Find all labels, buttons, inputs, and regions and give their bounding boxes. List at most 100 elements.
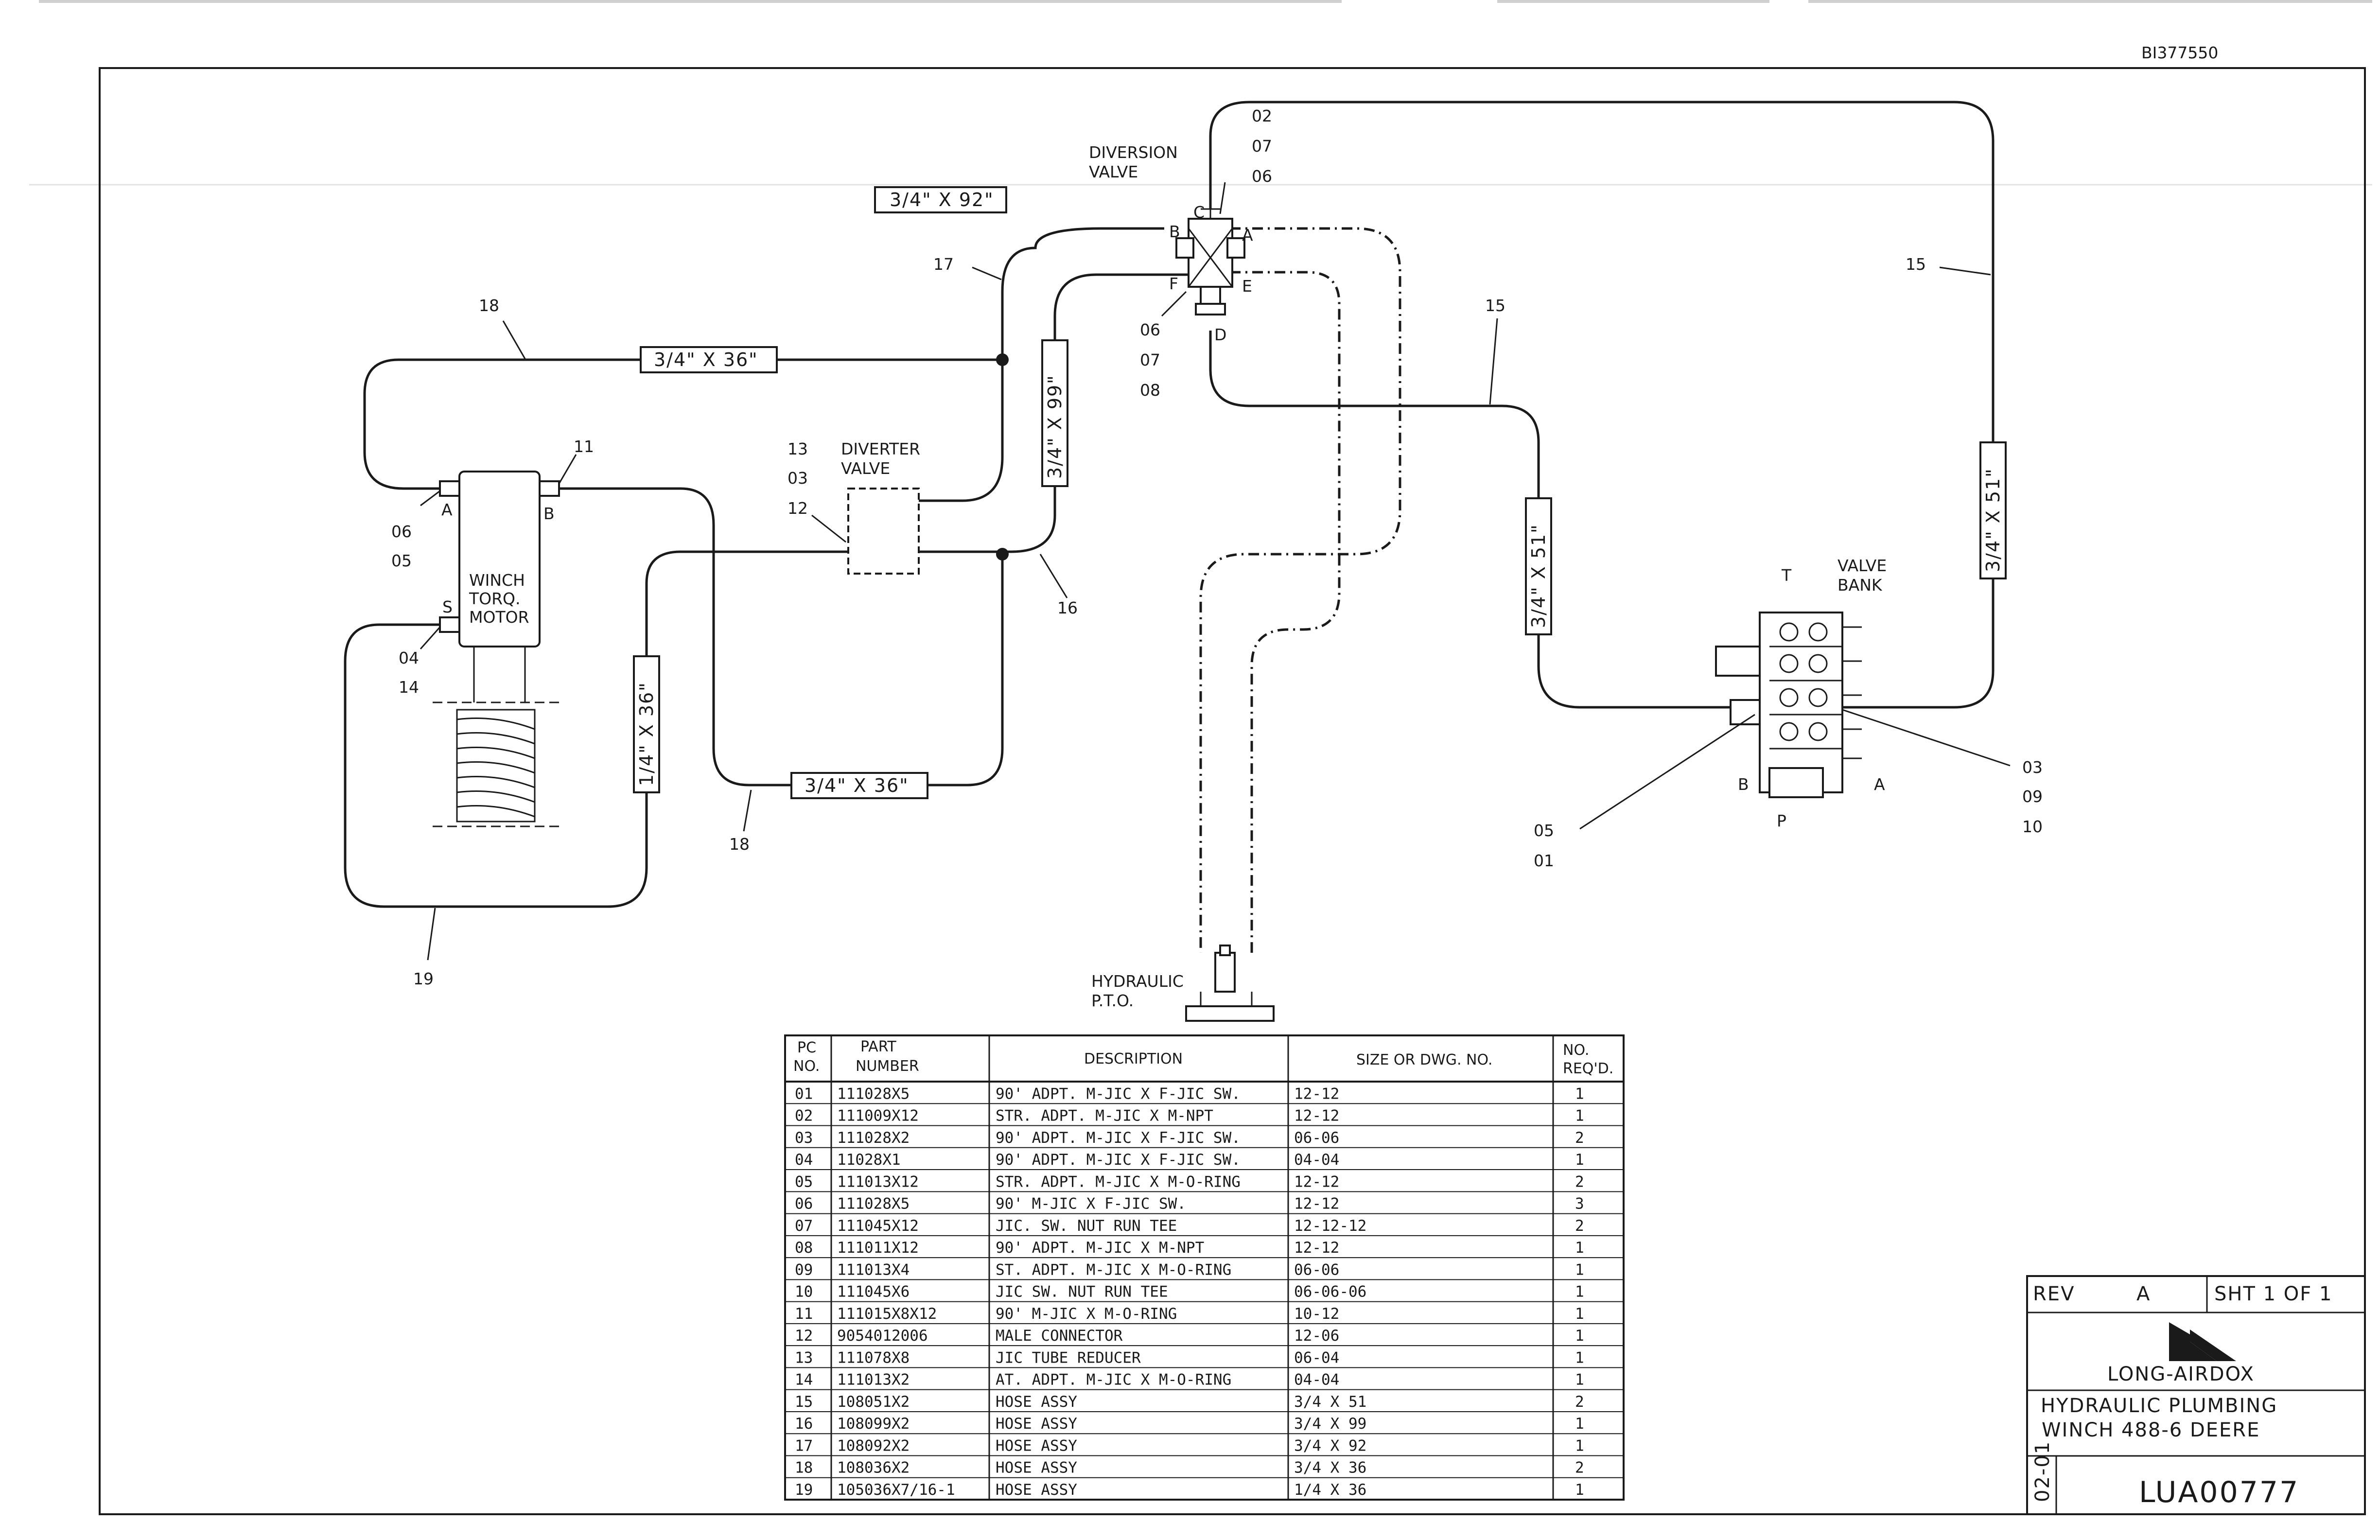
table-cell: HOSE ASSY	[996, 1481, 1077, 1499]
hdr-size: SIZE OR DWG. NO.	[1356, 1051, 1492, 1068]
table-cell: 1	[1575, 1261, 1584, 1278]
hdr-part-1: PART	[860, 1038, 896, 1055]
diversion-valve-label-1: DIVERSION	[1089, 143, 1178, 162]
hose-15-right	[1209, 101, 1995, 709]
table-cell: 1	[1575, 1305, 1584, 1323]
callout-16: 16	[1057, 598, 1078, 617]
bank-port-p: P	[1777, 811, 1786, 830]
table-cell: 3/4 X 51	[1294, 1393, 1366, 1411]
port-f: F	[1169, 274, 1178, 293]
callout-03a: 03	[788, 469, 808, 488]
table-cell: 12-12	[1294, 1173, 1339, 1190]
table-cell: HOSE ASSY	[996, 1459, 1077, 1477]
callout-15a: 15	[1906, 255, 1926, 274]
pto-label-2: P.T.O.	[1091, 991, 1134, 1010]
table-cell: 3/4 X 99	[1294, 1415, 1366, 1433]
table-cell: 06	[795, 1195, 813, 1213]
table-cell: 16	[795, 1415, 813, 1433]
port-a: A	[1242, 226, 1253, 245]
diversion-valve	[1175, 208, 1245, 315]
dim-box-51-mid: 3/4" X 51"	[1525, 497, 1552, 635]
callout-11: 11	[574, 437, 594, 456]
table-cell: 07	[795, 1217, 813, 1235]
table-cell: 108036X2	[837, 1459, 910, 1477]
callout-12: 12	[788, 499, 808, 518]
hose-17	[919, 227, 1164, 502]
dim-36-top-text: 3/4" X 36"	[654, 349, 758, 370]
dim-box-99: 3/4" X 99"	[1041, 339, 1068, 487]
sheet-number: SHT 1 OF 1	[2214, 1283, 2332, 1305]
table-cell: 12-12	[1294, 1239, 1339, 1257]
table-cell: 111015X8X12	[837, 1305, 937, 1323]
diverter-valve-label-2: VALVE	[841, 459, 890, 478]
callout-14: 14	[399, 678, 419, 697]
table-cell: 90' M-JIC X F-JIC SW.	[996, 1195, 1186, 1213]
table-cell: 108099X2	[837, 1415, 910, 1433]
valve-bank	[1715, 612, 1862, 798]
table-cell: 9054012006	[837, 1327, 928, 1345]
callout-05a: 05	[391, 551, 412, 570]
table-cell: 105036X7/16-1	[837, 1481, 955, 1499]
table-cell: HOSE ASSY	[996, 1393, 1077, 1411]
table-cell: JIC. SW. NUT RUN TEE	[996, 1217, 1177, 1235]
table-cell: 1/4 X 36	[1294, 1481, 1366, 1499]
valve-bank-label-2: BANK	[1838, 576, 1883, 595]
table-cell: 10	[795, 1283, 813, 1301]
callout-07a: 07	[1252, 137, 1272, 156]
callout-18a: 18	[479, 296, 499, 315]
table-cell: 04-04	[1294, 1371, 1339, 1389]
table-cell: HOSE ASSY	[996, 1437, 1077, 1454]
table-cell: 2	[1575, 1393, 1584, 1411]
bank-port-b: B	[1738, 775, 1749, 794]
port-c: C	[1193, 203, 1205, 222]
table-cell: 1	[1575, 1349, 1584, 1366]
dim-36-bottom-text: 3/4" X 36"	[805, 775, 909, 796]
diversion-valve-label-2: VALVE	[1089, 162, 1138, 181]
company-logo	[2169, 1322, 2217, 1361]
callout-13: 13	[788, 439, 808, 458]
table-cell: 2	[1575, 1459, 1584, 1477]
callout-10: 10	[2022, 817, 2043, 836]
table-cell: 12	[795, 1327, 813, 1345]
winch-drum	[433, 701, 564, 827]
parts-rows: 01 111028X5 90' ADPT. M-JIC X F-JIC SW. 12-…	[785, 1085, 1624, 1499]
table-cell: STR. ADPT. M-JIC X M-NPT	[996, 1107, 1213, 1125]
table-cell: 90' ADPT. M-JIC X F-JIC SW.	[996, 1129, 1241, 1147]
table-cell: 111013X2	[837, 1371, 910, 1389]
table-cell: 04	[795, 1151, 813, 1169]
callout-06a: 06	[1252, 167, 1272, 186]
callout-01: 01	[1534, 851, 1554, 870]
table-cell: 1	[1575, 1085, 1584, 1102]
table-cell: 3/4 X 92	[1294, 1437, 1366, 1454]
callout-leaders	[420, 182, 2011, 961]
drawing-id: BI377550	[2141, 43, 2218, 62]
callout-04: 04	[399, 648, 419, 667]
hdr-req-1: NO.	[1563, 1042, 1589, 1059]
table-cell: 13	[795, 1349, 813, 1366]
table-cell: 1	[1575, 1415, 1584, 1433]
drawing-number: LUA00777	[2139, 1475, 2299, 1509]
table-cell: 01	[795, 1085, 813, 1102]
callout-19: 19	[413, 969, 434, 988]
table-cell: 111045X12	[837, 1217, 919, 1235]
table-cell: 111028X5	[837, 1085, 910, 1102]
callout-08: 08	[1140, 381, 1160, 400]
dim-99-text: 3/4" X 99"	[1044, 374, 1066, 479]
hose-19	[344, 550, 848, 908]
date-code: 02-01	[2031, 1441, 2054, 1502]
callout-09: 09	[2022, 787, 2043, 806]
table-cell: 10-12	[1294, 1305, 1339, 1323]
table-cell: STR. ADPT. M-JIC X M-O-RING	[996, 1173, 1241, 1190]
dim-box-14-36: 1/4" X 36"	[633, 655, 660, 793]
table-cell: 06-06	[1294, 1129, 1339, 1147]
pto-line-2	[1230, 271, 1341, 953]
table-cell: 111028X5	[837, 1195, 910, 1213]
callout-15b: 15	[1485, 296, 1505, 315]
table-cell: 14	[795, 1371, 813, 1389]
callout-17: 17	[933, 255, 954, 274]
table-cell: 12-12	[1294, 1107, 1339, 1125]
company-name: LONG-AIRDOX	[2107, 1363, 2255, 1385]
table-cell: 06-06	[1294, 1261, 1339, 1278]
table-cell: 1	[1575, 1107, 1584, 1125]
